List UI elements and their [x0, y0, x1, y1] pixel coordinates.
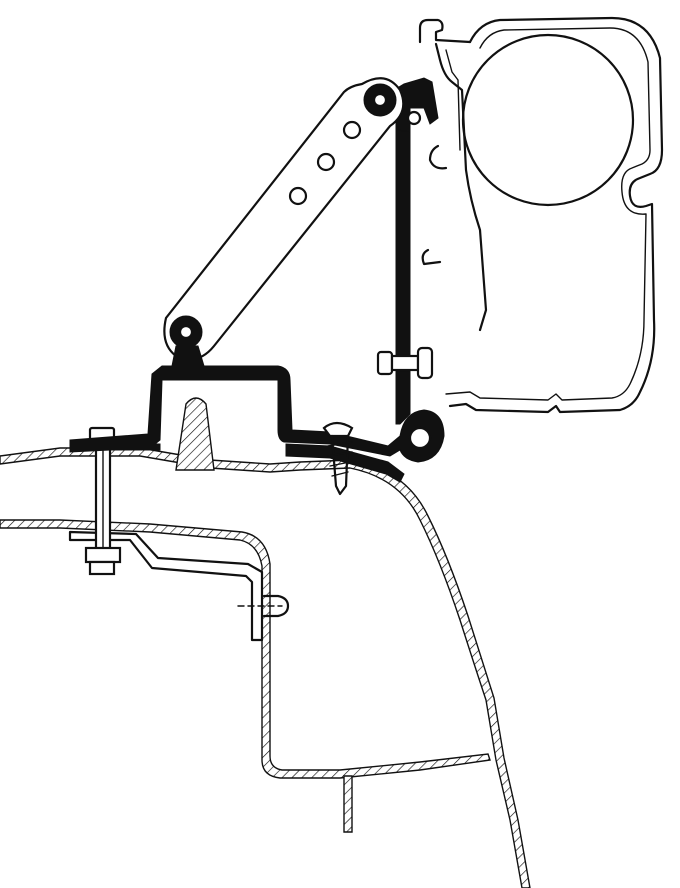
awning-roller-tube	[461, 33, 635, 207]
mounting-bracket	[69, 365, 445, 483]
vehicle-inner-frame	[0, 519, 491, 833]
vertical-adapter-rail	[376, 77, 439, 425]
support-arm	[163, 77, 405, 367]
wood-screw	[322, 421, 354, 496]
vehicle-roof-panel	[0, 397, 531, 888]
awning-cassette	[418, 16, 664, 414]
